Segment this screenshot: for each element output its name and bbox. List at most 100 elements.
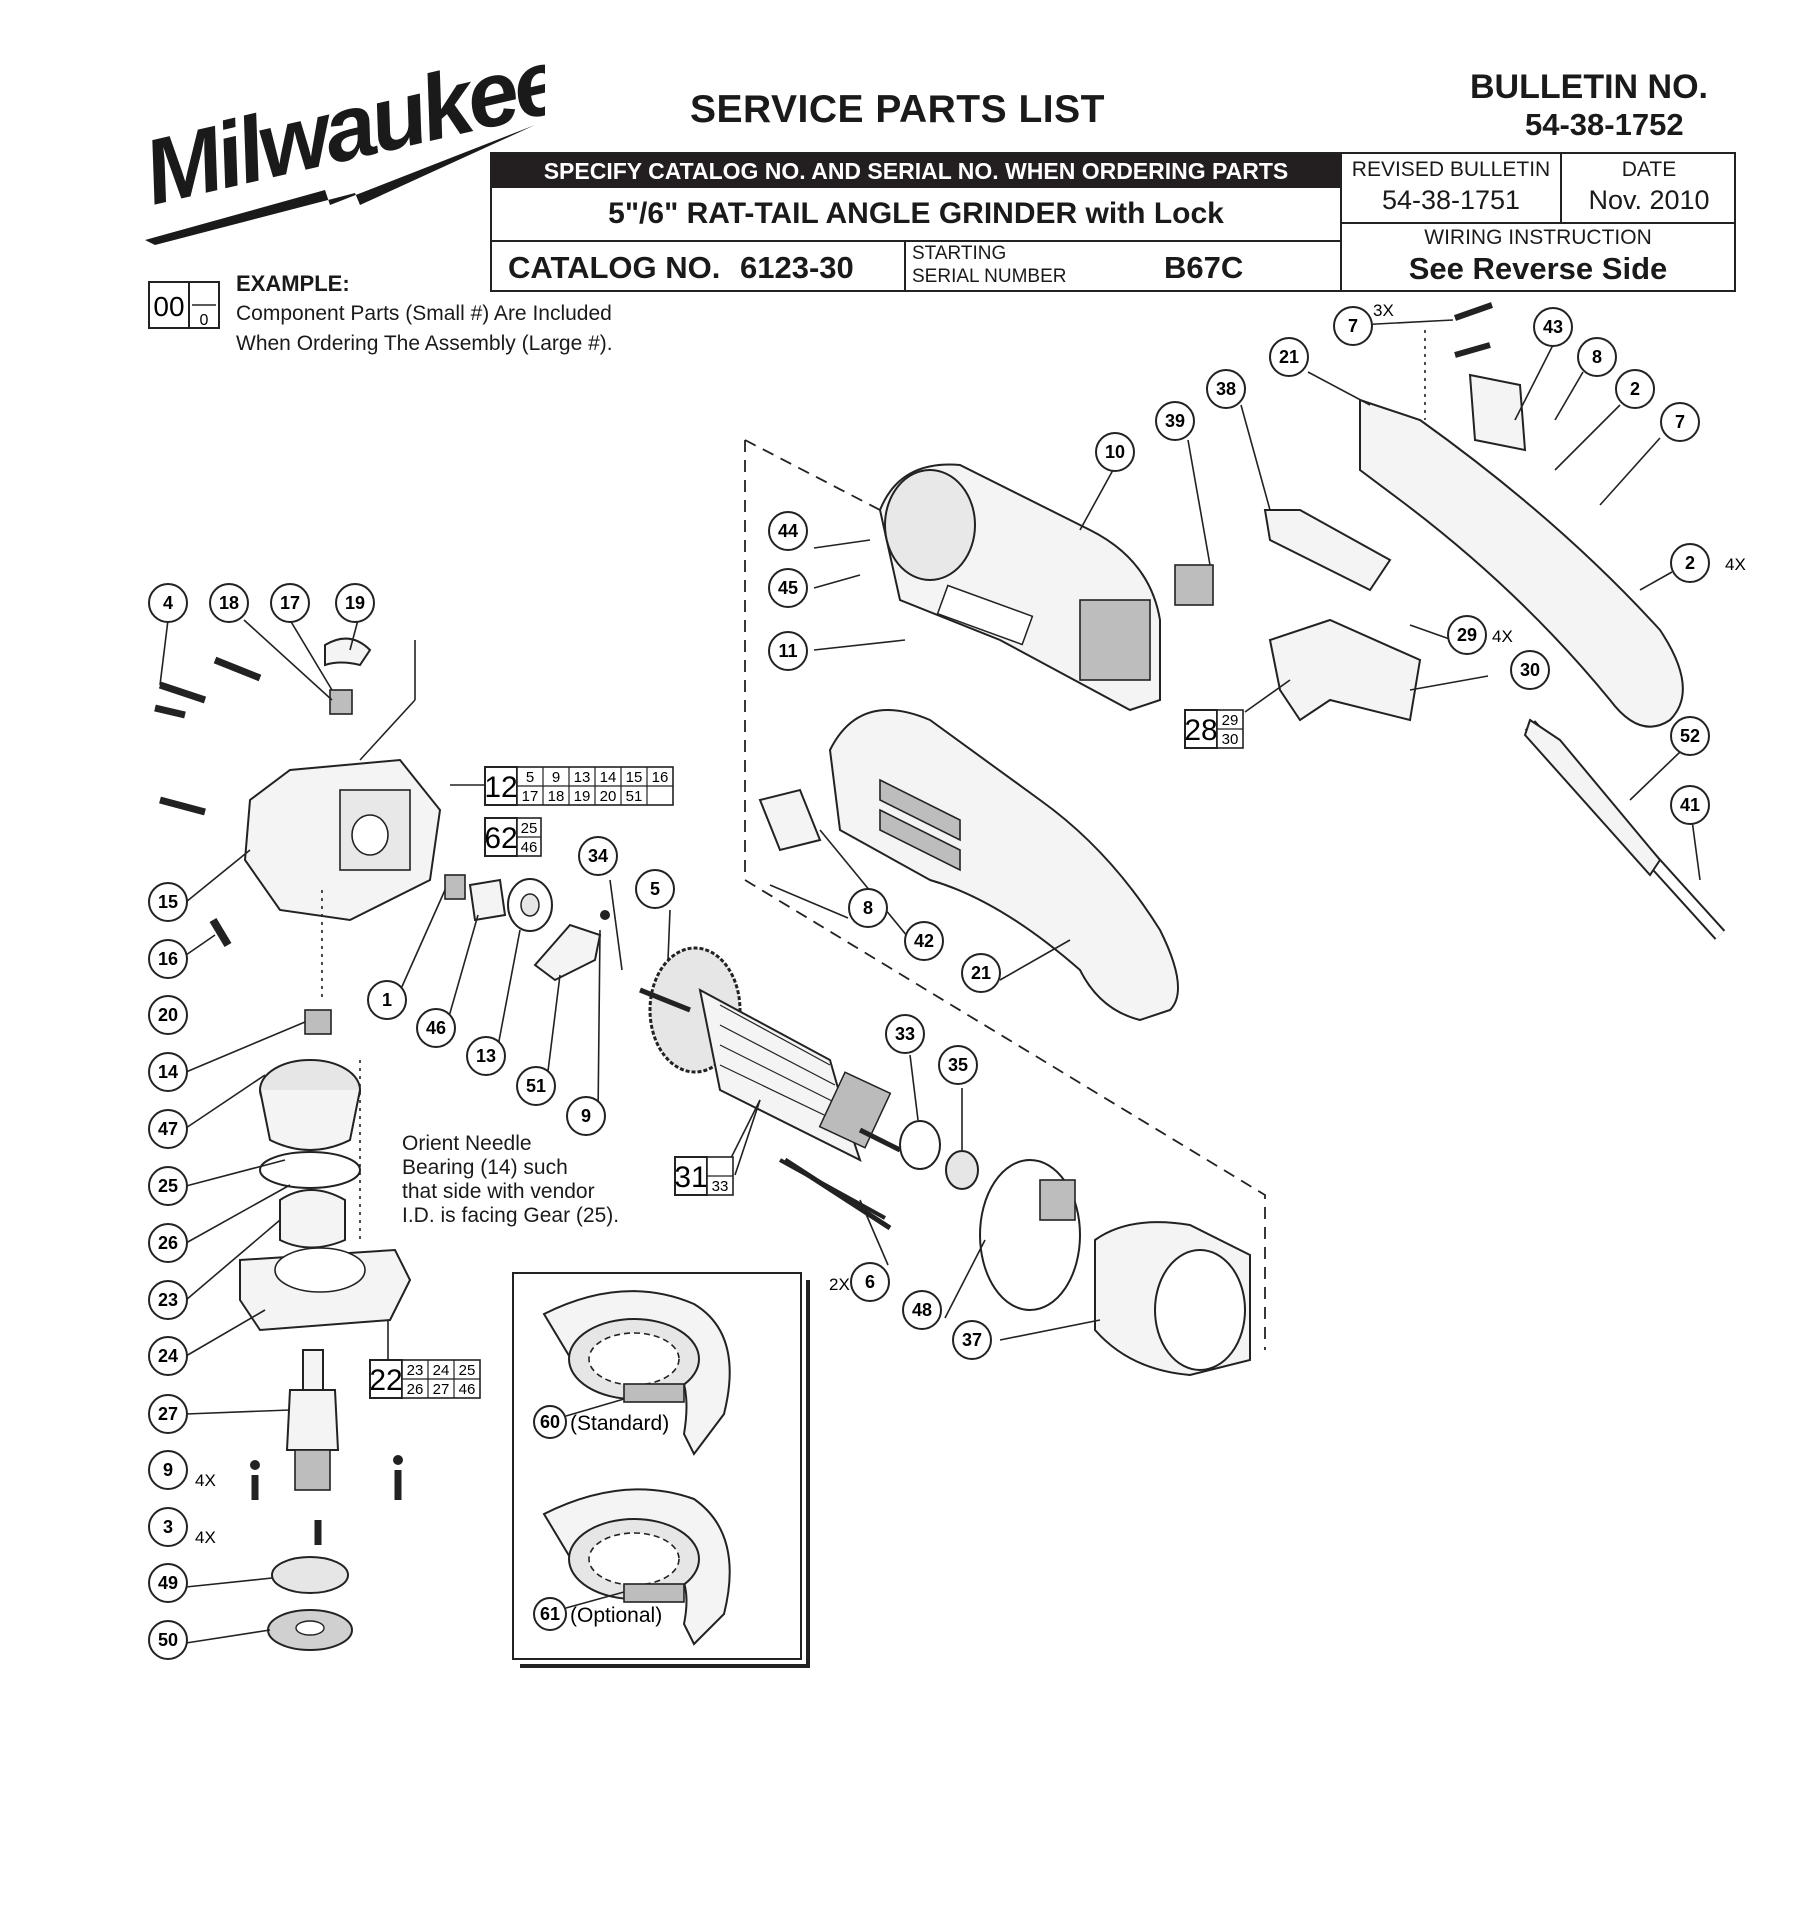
callout-2: 2 [1615, 369, 1655, 409]
svg-text:37: 37 [962, 1330, 982, 1350]
bulletin-label: BULLETIN NO. [1470, 68, 1708, 106]
callout-1: 1 [367, 980, 407, 1020]
screw-7b [1454, 342, 1491, 358]
callout-35: 35 [938, 1045, 978, 1085]
svg-text:51: 51 [526, 1076, 546, 1096]
needle-bearing-note: Orient Needle Bearing (14) such that sid… [402, 1132, 619, 1228]
svg-text:10: 10 [1105, 442, 1125, 462]
svg-text:12: 12 [484, 771, 517, 804]
callout-38: 38 [1206, 369, 1246, 409]
callout-26: 26 [148, 1223, 188, 1263]
callout-39: 39 [1155, 401, 1195, 441]
svg-text:35: 35 [948, 1055, 968, 1075]
callout-5: 5 [635, 869, 675, 909]
callout-34: 34 [578, 836, 618, 876]
svg-text:20: 20 [600, 788, 617, 805]
screw-7 [1454, 302, 1493, 321]
assembly-28-box: 28 29 30 [1184, 679, 1291, 749]
svg-text:17: 17 [522, 788, 539, 805]
svg-text:33: 33 [895, 1024, 915, 1044]
cover-43 [1468, 373, 1527, 452]
ordering-banner: SPECIFY CATALOG NO. AND SERIAL NO. WHEN … [492, 154, 1340, 188]
callout-6: 6 [850, 1262, 890, 1302]
serial-label-line1: STARTING [912, 243, 1007, 264]
lock-button-42 [758, 788, 822, 852]
field-drawing [1094, 1221, 1251, 1377]
callout-46: 46 [416, 1008, 456, 1048]
svg-text:41: 41 [1680, 795, 1700, 815]
callout-21: 21 [1269, 337, 1309, 377]
callout-21: 21 [961, 953, 1001, 993]
svg-text:39: 39 [1165, 411, 1185, 431]
optional-guard-label: (Optional) [570, 1604, 662, 1627]
callout-41: 41 [1670, 785, 1710, 825]
assembly-12-box: 12 5 9 13 14 15 16 17 18 19 20 51 [450, 766, 674, 806]
svg-text:50: 50 [158, 1630, 178, 1650]
revised-bulletin-value: 54-38-1751 [1381, 185, 1521, 215]
serial-label: STARTING SERIAL NUMBER [912, 242, 1067, 288]
callout-17: 17 [270, 583, 310, 623]
svg-text:30: 30 [1520, 660, 1540, 680]
svg-text:22: 22 [369, 1364, 402, 1397]
order-info-box: SPECIFY CATALOG NO. AND SERIAL NO. WHEN … [490, 152, 1342, 292]
gear-case-drawing [243, 640, 442, 922]
callout-37: 37 [952, 1320, 992, 1360]
svg-text:2: 2 [1630, 379, 1640, 399]
svg-text:30: 30 [1222, 731, 1239, 748]
svg-text:27: 27 [433, 1381, 450, 1398]
note-line3: that side with vendor [402, 1180, 595, 1203]
callout-2: 2 [1670, 543, 1710, 583]
svg-text:19: 19 [345, 593, 365, 613]
callout-18: 18 [209, 583, 249, 623]
svg-text:20: 20 [158, 1005, 178, 1025]
serial-label-line2: SERIAL NUMBER [912, 266, 1067, 287]
svg-text:25: 25 [459, 1362, 476, 1379]
handle-housing-drawing [758, 709, 1179, 1022]
svg-text:3: 3 [163, 1517, 173, 1537]
guard-inset: 60 (Standard) 61 (Optional) [512, 1272, 802, 1660]
serial-number: B67C [1164, 250, 1244, 285]
callout-19: 19 [335, 583, 375, 623]
callout-16: 16 [148, 939, 188, 979]
product-name: 5"/6" RAT-TAIL ANGLE GRINDER with Lock [492, 188, 1340, 242]
callout-50: 50 [148, 1620, 188, 1660]
svg-text:17: 17 [280, 593, 300, 613]
svg-text:9: 9 [552, 769, 560, 786]
svg-text:18: 18 [219, 593, 239, 613]
callout-52: 52 [1670, 716, 1710, 756]
motor-housing-drawing [878, 463, 1161, 712]
callout-4: 4 [148, 583, 188, 623]
callout-51: 51 [516, 1066, 556, 1106]
multiplier-2x: 2X [829, 1275, 850, 1294]
callout-7: 7 [1333, 306, 1373, 346]
callout-49: 49 [148, 1563, 188, 1603]
cord-drawing [1523, 718, 1726, 940]
callout-42: 42 [904, 921, 944, 961]
standard-guard-drawing [542, 1290, 731, 1456]
svg-text:15: 15 [626, 769, 643, 786]
assembly-22-box: 22 23 24 25 26 27 46 [369, 1320, 481, 1399]
svg-text:26: 26 [158, 1233, 178, 1253]
svg-text:24: 24 [158, 1346, 178, 1366]
svg-text:38: 38 [1216, 379, 1236, 399]
svg-text:14: 14 [600, 769, 617, 786]
svg-text:14: 14 [158, 1062, 178, 1082]
svg-text:4: 4 [163, 593, 173, 613]
callout-10: 10 [1095, 432, 1135, 472]
divider [1342, 222, 1734, 224]
multiplier-3x: 3X [1373, 301, 1394, 320]
svg-text:45: 45 [778, 578, 798, 598]
callout-47: 47 [148, 1109, 188, 1149]
svg-text:31: 31 [674, 1161, 707, 1194]
svg-text:26: 26 [407, 1381, 424, 1398]
revision-box: REVISED BULLETIN 54-38-1751 DATE Nov. 20… [1340, 152, 1736, 292]
page-title: SERVICE PARTS LIST [690, 88, 1105, 131]
callout-48: 48 [902, 1290, 942, 1330]
gear-stack-drawing [239, 890, 412, 1332]
bearing-stack-drawing [444, 874, 610, 982]
note-line4: I.D. is facing Gear (25). [402, 1204, 620, 1227]
svg-text:8: 8 [1592, 347, 1602, 367]
svg-text:9: 9 [581, 1106, 591, 1126]
callout-3: 3 [148, 1507, 188, 1547]
svg-text:13: 13 [574, 769, 591, 786]
